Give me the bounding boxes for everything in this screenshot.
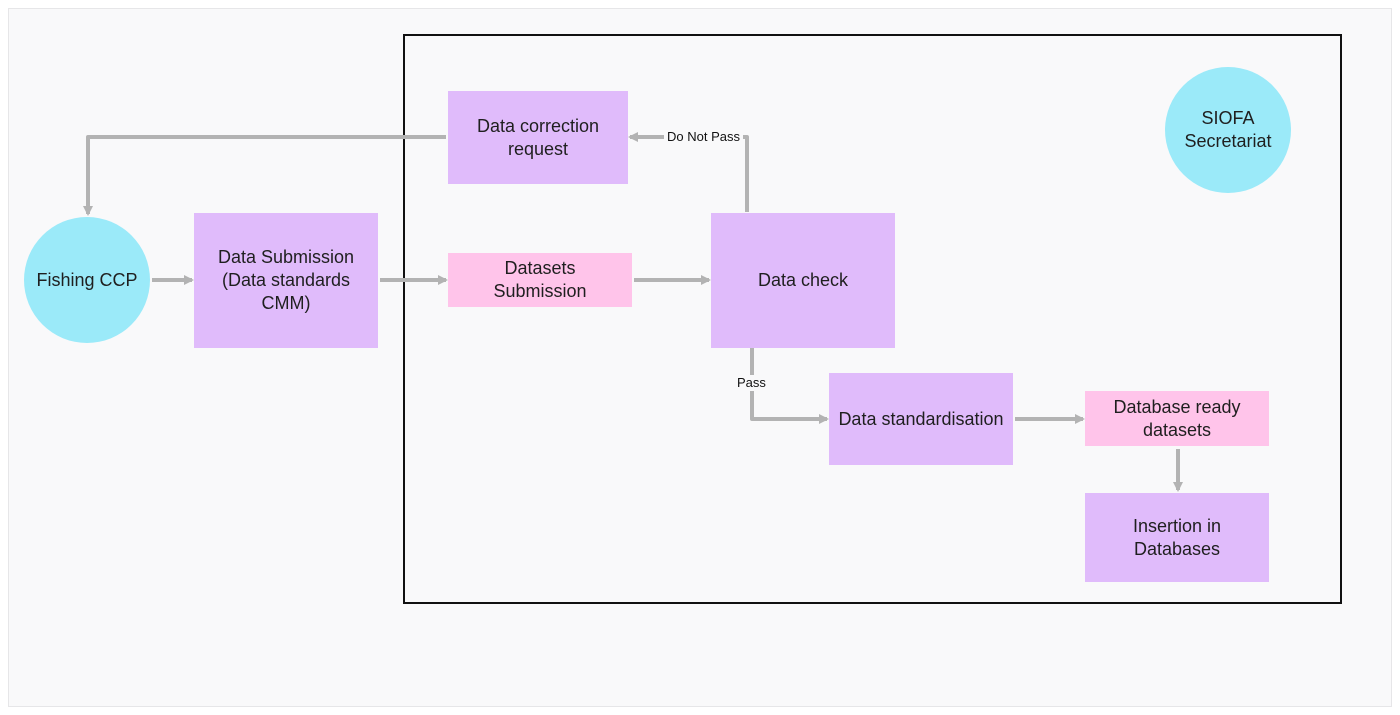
siofa-secretariat-node: SIOFA Secretariat <box>1165 67 1291 193</box>
data-submission-node: Data Submission (Data standards CMM) <box>194 213 378 348</box>
pass-label: Pass <box>734 375 769 391</box>
data-correction-request-node: Data correction request <box>448 91 628 184</box>
siofa-secretariat-boundary <box>403 34 1342 604</box>
insertion-in-databases-node: Insertion in Databases <box>1085 493 1269 582</box>
data-standardisation-node: Data standardisation <box>829 373 1013 465</box>
fishing-ccp-node: Fishing CCP <box>24 217 150 343</box>
datasets-submission-node: Datasets Submission <box>448 253 632 307</box>
connector-check-to-correction <box>628 132 749 212</box>
data-check-node: Data check <box>711 213 895 348</box>
connector-check-to-standardisation <box>750 348 829 424</box>
diagram-canvas <box>8 8 1392 707</box>
database-ready-datasets-node: Database ready datasets <box>1085 391 1269 446</box>
connector-correction-to-ccp <box>83 135 446 216</box>
do-not-pass-label: Do Not Pass <box>664 129 743 145</box>
